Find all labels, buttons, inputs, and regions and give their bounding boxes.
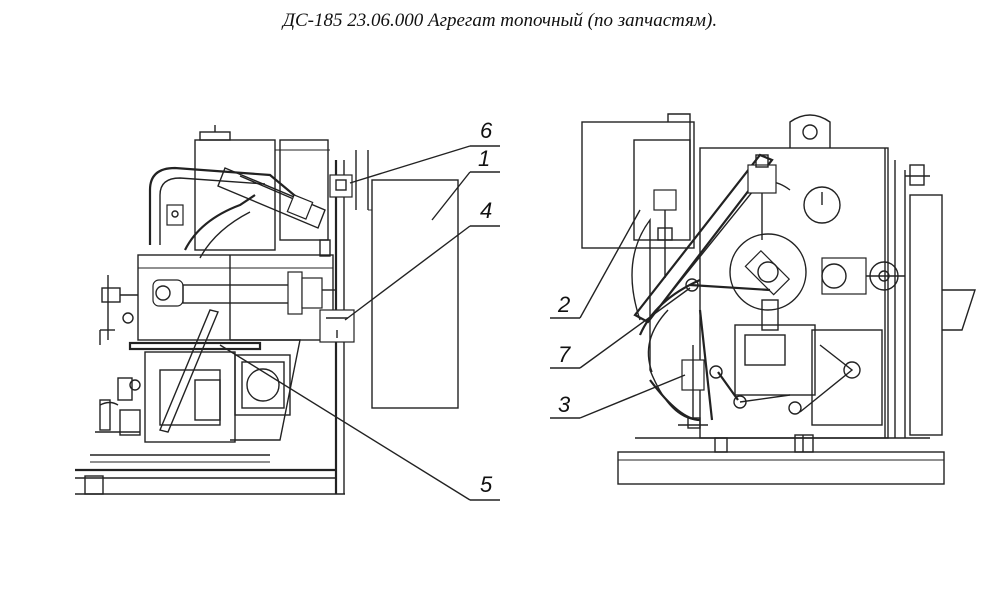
rear-panel xyxy=(371,179,459,409)
page-title: ДС-185 23.06.000 Агрегат топочный (по за… xyxy=(282,10,718,31)
callout-1: 1 xyxy=(478,146,490,171)
tank-item-2 xyxy=(581,121,695,249)
callout-6: 6 xyxy=(480,118,493,143)
callout-2: 2 xyxy=(557,292,570,317)
callout-7: 7 xyxy=(558,342,571,367)
callout-4: 4 xyxy=(480,198,492,223)
drum-housing xyxy=(699,147,889,439)
right-view xyxy=(581,113,976,485)
callout-5: 5 xyxy=(480,472,493,497)
callouts: 6 1 4 5 2 7 3 xyxy=(219,118,691,501)
left-view xyxy=(75,125,459,495)
callout-3: 3 xyxy=(558,392,571,417)
